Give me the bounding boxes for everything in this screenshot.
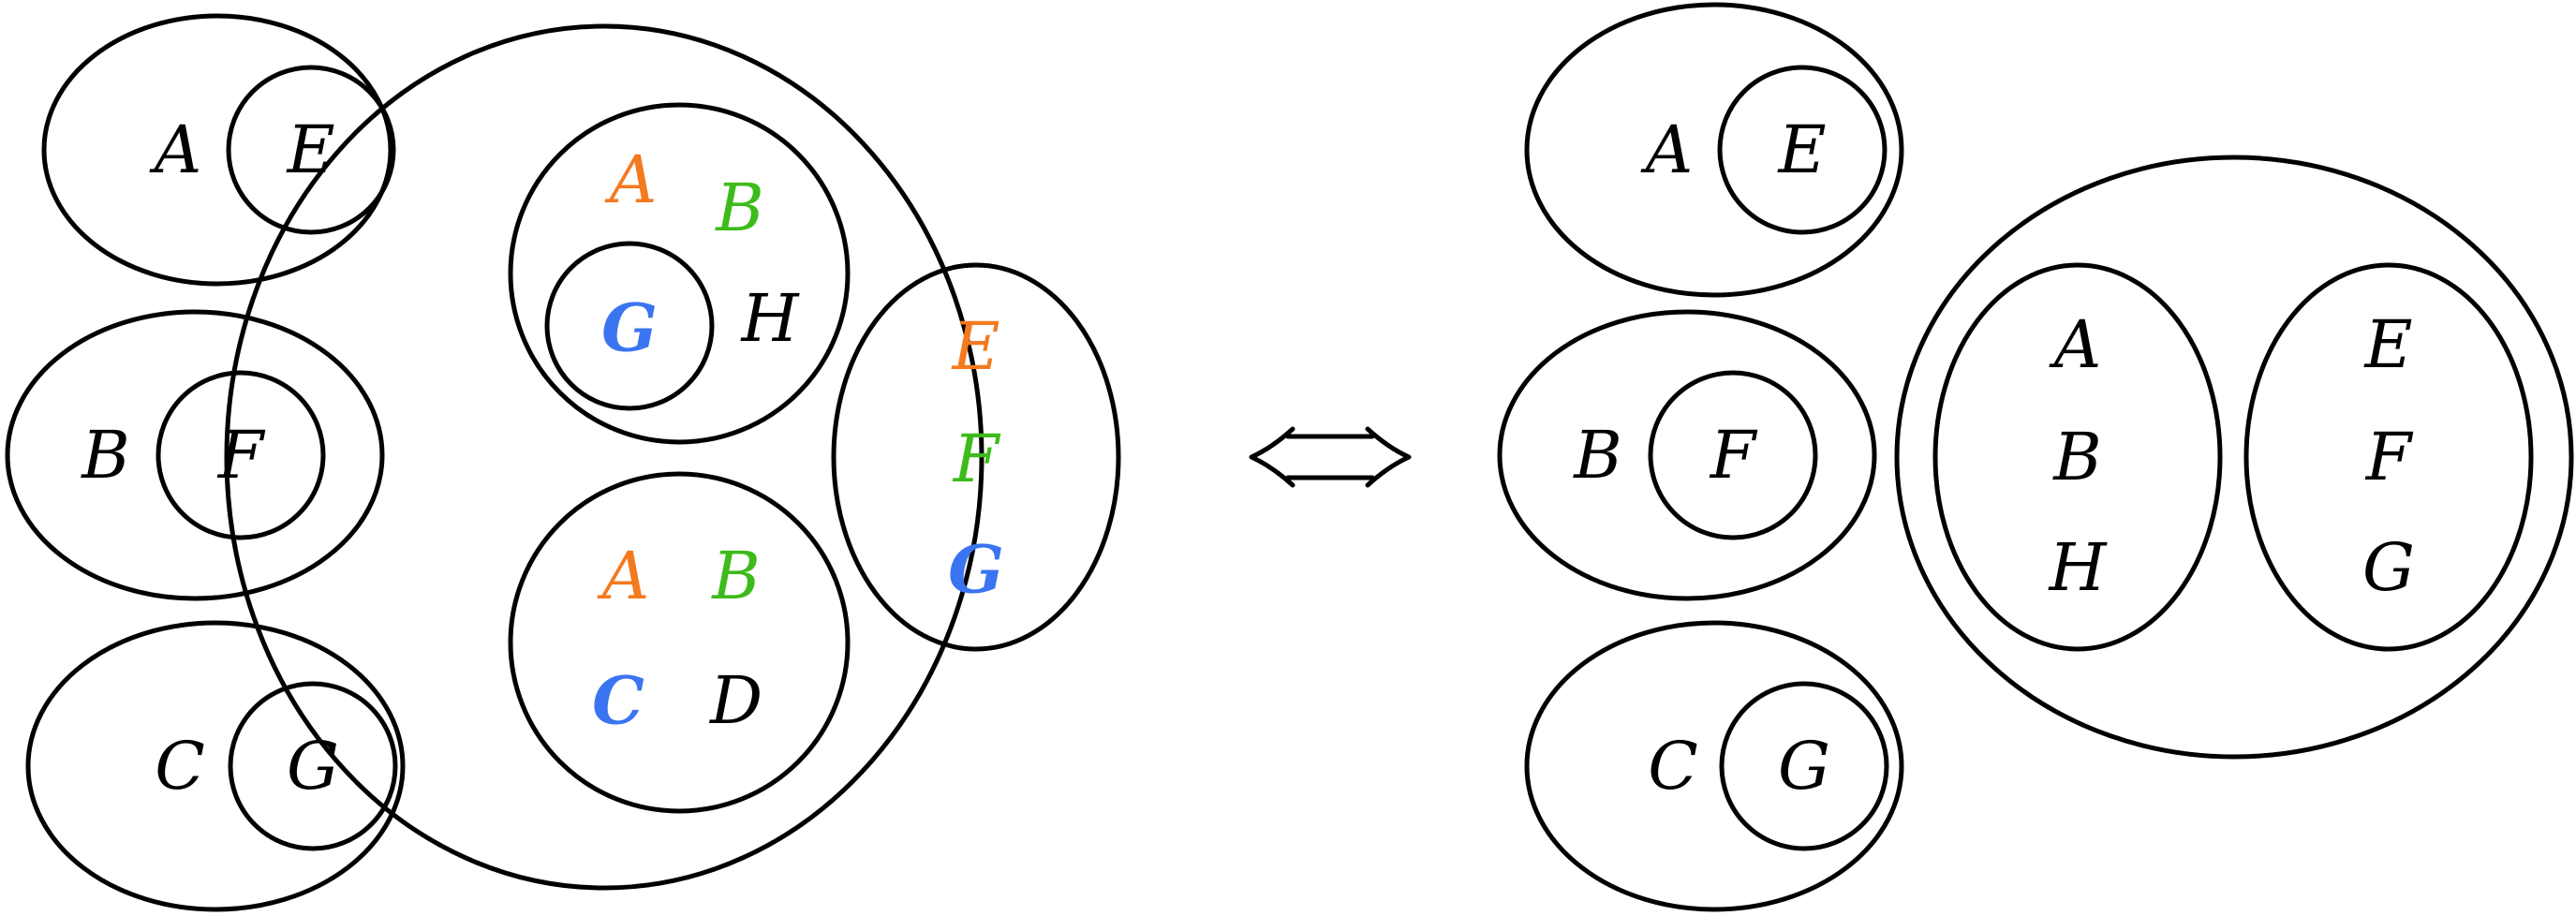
right-set-label-f: F [2364, 419, 2414, 495]
left-label-c: C [155, 728, 205, 805]
bottom-cluster-label-b: B [710, 538, 760, 614]
left-label-a: A [149, 111, 202, 188]
left-label-b: B [80, 417, 129, 494]
right-label-f: F [1709, 417, 1758, 494]
right-group-cg: C G [1524, 620, 1904, 912]
right-group-cg-inner [1719, 681, 1889, 851]
right-left-set-ellipse [1932, 262, 2223, 652]
left-bottom-cluster: A B C D [508, 471, 851, 814]
left-label-f: F [216, 417, 266, 494]
left-label-g: G [287, 728, 339, 805]
top-cluster-label-b: B [714, 170, 763, 246]
left-group-bf: B F [5, 309, 385, 601]
left-top-cluster-circle [508, 102, 851, 445]
right-label-a: A [1640, 111, 1694, 188]
bottom-cluster-label-a: A [597, 538, 650, 614]
left-bottom-cluster-circle [508, 471, 851, 814]
right-big-set: A B H E F G [1894, 155, 2574, 760]
double-left-right-arrow-icon [1249, 426, 1412, 488]
left-set-label-a: A [2049, 306, 2102, 383]
right-cluster-label-e: E [950, 308, 999, 385]
left-group-bf-outer [5, 309, 385, 601]
right-label-c: C [1648, 728, 1698, 805]
right-group-cg-outer [1524, 620, 1904, 912]
left-group-cg-inner [228, 681, 398, 851]
left-right-cluster-ellipse [831, 262, 1121, 652]
left-label-e: E [285, 111, 334, 188]
top-cluster-label-a: A [604, 141, 658, 218]
right-left-set: A B H [1932, 262, 2223, 652]
left-big-ellipse [224, 23, 985, 891]
left-group-cg: C G [25, 620, 406, 912]
right-cluster-label-f: F [952, 421, 1001, 497]
left-group-ae: A E [41, 13, 396, 287]
right-set-label-g: G [2362, 529, 2415, 606]
right-group-bf: B F [1497, 309, 1877, 601]
right-group-ae-inner [1717, 65, 1888, 235]
top-cluster-label-h: H [739, 280, 800, 357]
left-top-cluster: A B G H [508, 102, 851, 445]
right-set-label-e: E [2362, 306, 2412, 383]
right-group-ae: A E [1524, 2, 1904, 298]
right-right-set-ellipse [2243, 262, 2534, 652]
left-group-ae-outer [41, 13, 393, 287]
bottom-cluster-label-c: C [592, 662, 644, 740]
right-group-bf-outer [1497, 309, 1877, 601]
left-group-cg-outer [25, 620, 406, 912]
right-label-e: E [1776, 111, 1826, 188]
left-right-cluster: E F G [831, 262, 1121, 652]
right-big-ellipse [1894, 155, 2574, 760]
left-group-bf-inner [155, 370, 326, 540]
right-diagram: A E B F C G A B H E F [1497, 2, 2574, 912]
top-cluster-label-g: G [601, 289, 658, 367]
left-diagram: A E B F C G A B G H [5, 13, 1121, 912]
left-group-ae-inner [226, 65, 396, 235]
right-right-set: E F G [2243, 262, 2534, 652]
left-big-set: A B G H A B C D E F G [224, 23, 1121, 891]
left-set-label-h: H [2047, 529, 2108, 606]
bottom-cluster-label-d: D [708, 662, 762, 739]
left-set-label-b: B [2051, 419, 2101, 495]
right-cluster-label-g: G [948, 531, 1004, 609]
left-top-cluster-inner-circle [544, 241, 715, 411]
right-label-g: G [1778, 728, 1830, 805]
right-group-ae-outer [1524, 2, 1904, 298]
right-group-bf-inner [1648, 370, 1818, 540]
right-label-b: B [1572, 417, 1621, 494]
